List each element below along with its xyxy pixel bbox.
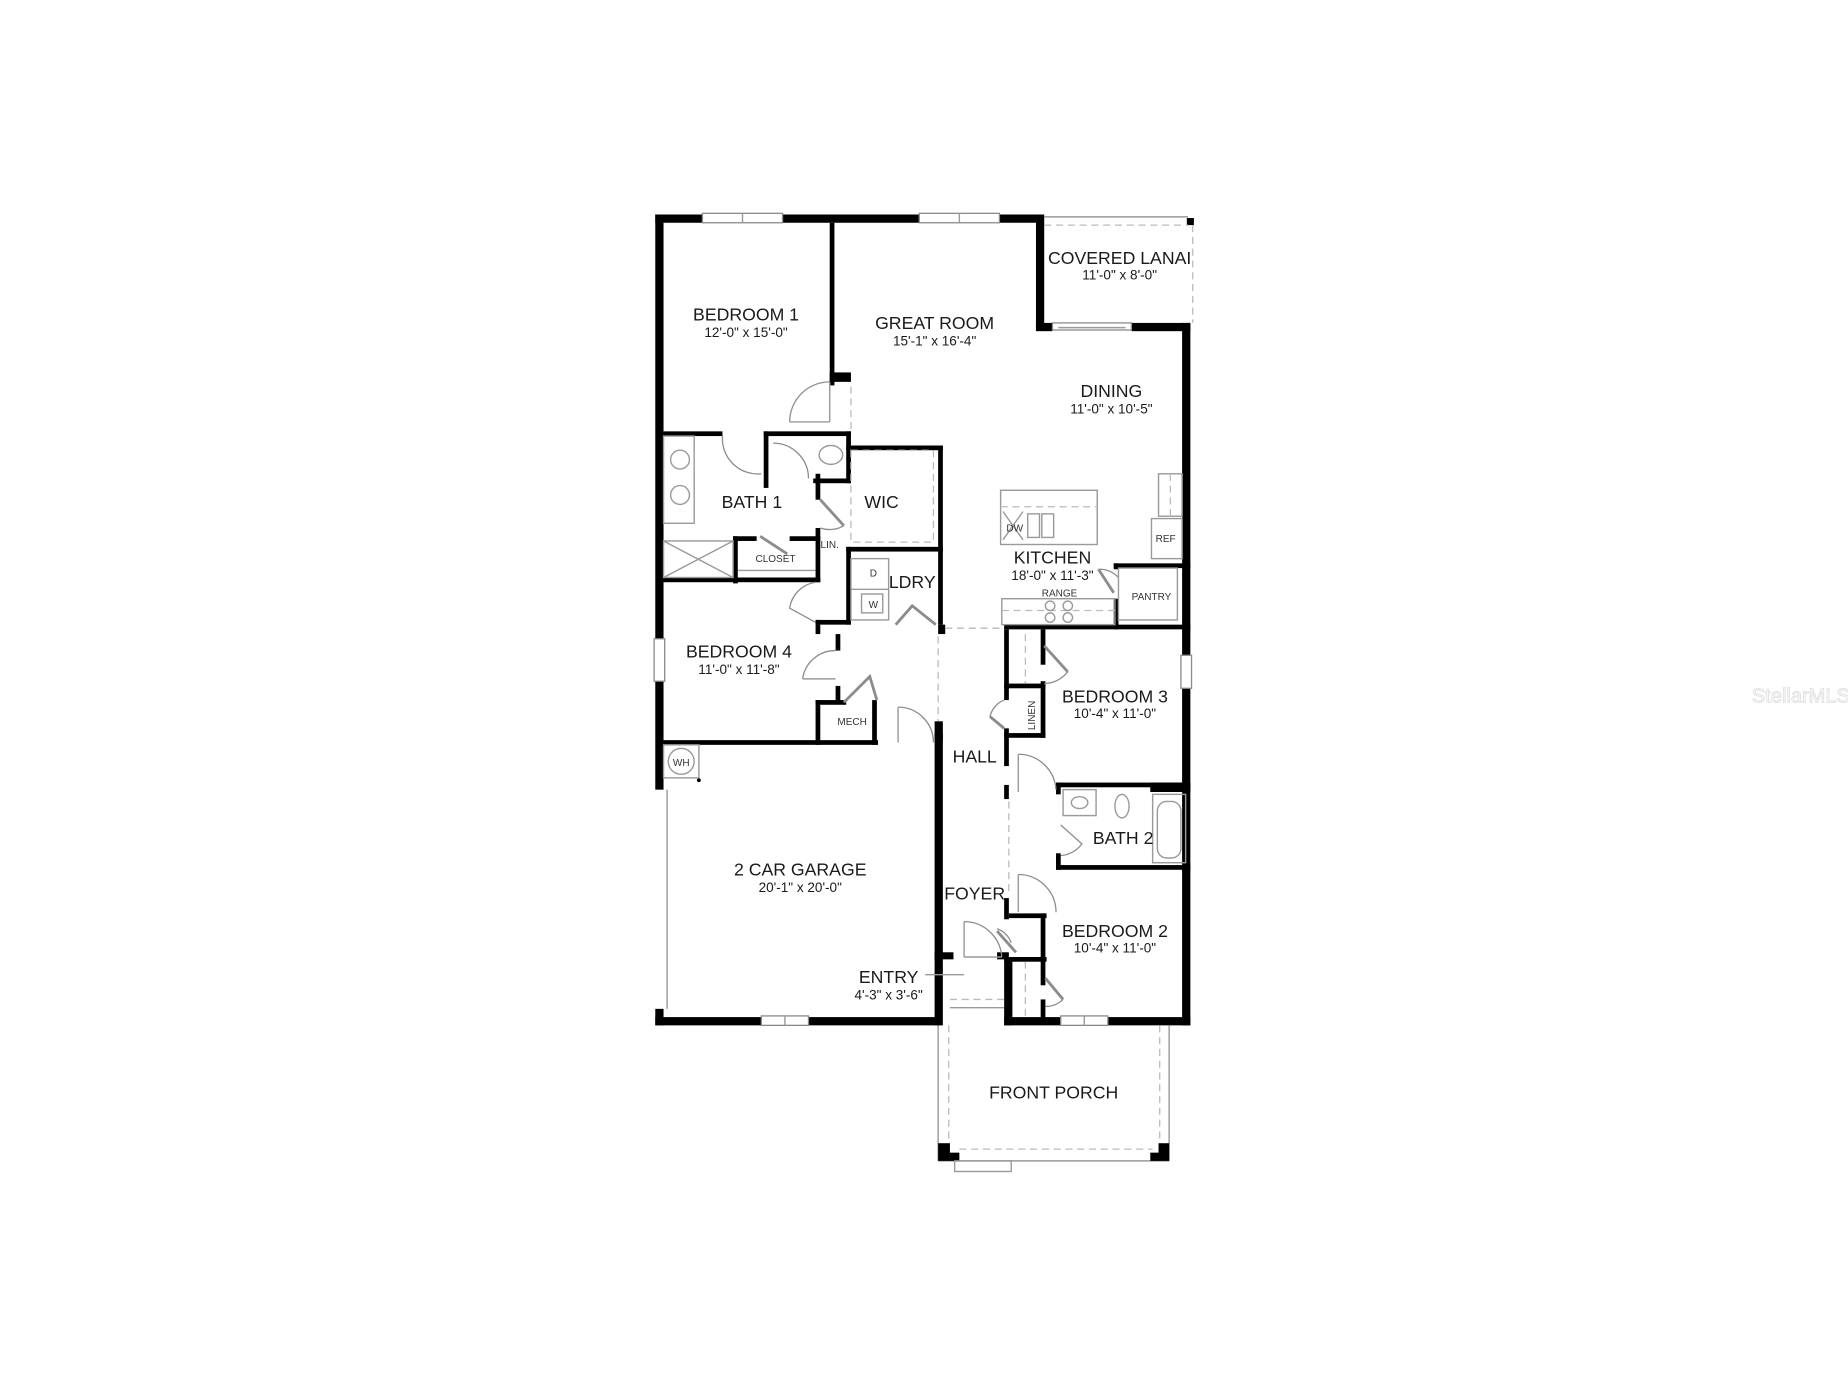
room-wic: WIC: [864, 492, 899, 512]
room-name: WIC: [864, 492, 899, 512]
watermark: StellarMLS: [1752, 685, 1848, 707]
water-heater-label: WH: [673, 758, 690, 769]
room-name: COVERED LANAI: [1048, 248, 1191, 268]
room-name: DINING: [1080, 381, 1142, 401]
room-dims: 11'-0" x 11'-8": [698, 662, 779, 677]
linen-label: LINEN: [1027, 701, 1038, 730]
openings: [850, 386, 1010, 1009]
room-dims: 18'-0" x 11'-3": [1011, 568, 1094, 583]
covered-lanai-outline: [1044, 216, 1194, 323]
closet-label: CLOSET: [755, 554, 795, 565]
room-dims: 4'-3" x 3'-6": [855, 987, 923, 1002]
room-laundry: LDRY: [889, 572, 936, 592]
room-dims: 20'-1" x 20'-0": [759, 880, 843, 895]
windows: [653, 212, 1193, 1027]
room-covered-lanai: COVERED LANAI 11'-0" x 8'-0": [1048, 248, 1191, 282]
room-name: BEDROOM 2: [1062, 921, 1168, 941]
room-kitchen: KITCHEN 18'-0" x 11'-3": [1011, 547, 1094, 583]
dryer-label: D: [870, 568, 877, 579]
room-name: HALL: [953, 747, 997, 767]
washer-label: W: [869, 600, 879, 611]
room-foyer: FOYER: [944, 883, 1005, 903]
room-name: ENTRY: [859, 967, 919, 987]
room-name: FRONT PORCH: [989, 1082, 1118, 1102]
room-bedroom-4: BEDROOM 4 11'-0" x 11'-8": [686, 642, 792, 678]
front-porch: [937, 1025, 1170, 1173]
room-name: BATH 1: [722, 492, 783, 512]
room-bedroom-1: BEDROOM 1 12'-0" x 15'-0": [693, 305, 799, 340]
fixtures: [662, 435, 1187, 1016]
room-hall: HALL: [953, 747, 997, 767]
room-name: KITCHEN: [1014, 547, 1091, 567]
room-name: FOYER: [944, 883, 1005, 903]
room-bath-2: BATH 2: [1093, 828, 1154, 848]
room-name: 2 CAR GARAGE: [734, 860, 867, 880]
room-bedroom-3: BEDROOM 3 10'-4" x 11'-0": [1062, 686, 1168, 720]
room-name: BEDROOM 1: [693, 305, 799, 325]
ref-label: REF: [1156, 534, 1176, 545]
room-name: GREAT ROOM: [875, 313, 994, 333]
room-name: BATH 2: [1093, 828, 1154, 848]
room-name: LDRY: [889, 572, 936, 592]
room-name: BEDROOM 3: [1062, 686, 1168, 706]
doors: [721, 381, 1119, 1008]
room-dims: 10'-4" x 11'-0": [1074, 940, 1157, 955]
room-dims: 11'-0" x 10'-5": [1070, 402, 1153, 417]
room-bedroom-2: BEDROOM 2 10'-4" x 11'-0": [1062, 921, 1168, 955]
room-name: BEDROOM 4: [686, 642, 792, 662]
room-great-room: GREAT ROOM 15'-1" x 16'-4": [875, 313, 994, 348]
range-label: RANGE: [1042, 588, 1078, 599]
dishwasher-label: DW: [1006, 524, 1023, 535]
mech-label: MECH: [837, 717, 866, 728]
room-garage: 2 CAR GARAGE 20'-1" x 20'-0": [734, 860, 867, 896]
room-dims: 15'-1" x 16'-4": [893, 333, 977, 348]
room-dims: 12'-0" x 15'-0": [704, 325, 788, 340]
room-dining: DINING 11'-0" x 10'-5": [1070, 381, 1153, 416]
room-dims: 10'-4" x 11'-0": [1074, 706, 1157, 721]
room-entry: ENTRY 4'-3" x 3'-6": [855, 967, 923, 1003]
lin-label: LIN.: [821, 540, 839, 551]
interior-walls: [663, 222, 1191, 1021]
pantry-label: PANTRY: [1132, 592, 1172, 603]
room-bath-1: BATH 1: [722, 492, 783, 512]
room-front-porch: FRONT PORCH: [989, 1082, 1118, 1102]
room-dims: 11'-0" x 8'-0": [1082, 267, 1157, 282]
fixture-labels: CLOSET LIN. D W DW RANGE REF PANTRY LINE…: [673, 524, 1176, 770]
